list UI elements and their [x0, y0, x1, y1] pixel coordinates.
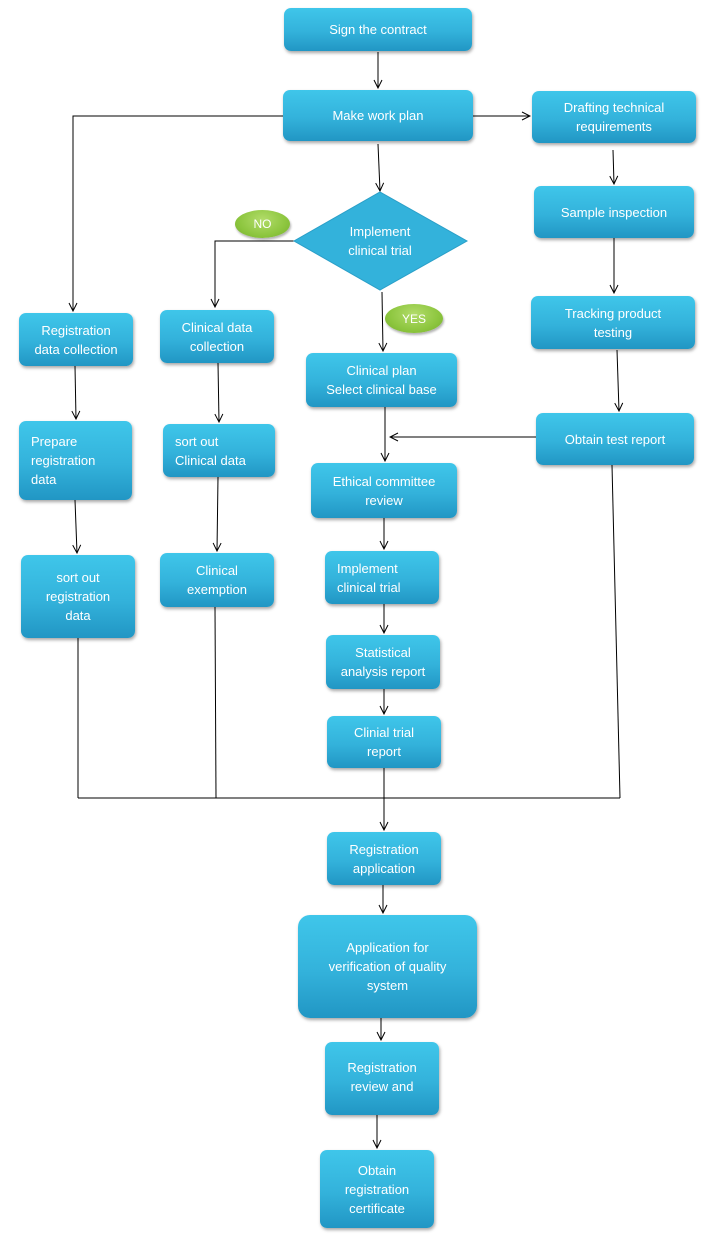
- tracking-product-testing-box: Tracking product testing: [531, 296, 695, 349]
- clinical-plan-box: Clinical plan Select clinical base: [306, 353, 457, 407]
- clinical-data-collection-box: Clinical data collection: [160, 310, 274, 363]
- registration-application-box: Registration application: [327, 832, 441, 885]
- prepare-registration-data-box: Prepare registration data: [19, 421, 132, 500]
- registration-data-collection-box: Registration data collection: [19, 313, 133, 366]
- registration-review-box: Registration review and: [325, 1042, 439, 1115]
- decision-implement-clinical-trial: Implement clinical trial: [348, 224, 412, 258]
- clinical-exemption-box: Clinical exemption: [160, 553, 274, 607]
- quality-system-verification-box: Application for verification of quality …: [298, 915, 477, 1018]
- obtain-registration-certificate-box: Obtain registration certificate: [320, 1150, 434, 1228]
- obtain-test-report-box: Obtain test report: [536, 413, 694, 465]
- decision-diamond: [292, 191, 469, 291]
- no-label: NO: [235, 210, 290, 238]
- sign-contract-box: Sign the contract: [284, 8, 472, 51]
- ethical-committee-review-box: Ethical committee review: [311, 463, 457, 518]
- drafting-technical-requirements-box: Drafting technical requirements: [532, 91, 696, 143]
- statistical-analysis-report-box: Statistical analysis report: [326, 635, 440, 689]
- sample-inspection-box: Sample inspection: [534, 186, 694, 238]
- sort-out-registration-data-box: sort out registration data: [21, 555, 135, 638]
- sort-out-clinical-data-box: sort out Clinical data: [163, 424, 275, 477]
- make-work-plan-box: Make work plan: [283, 90, 473, 141]
- clinical-trial-report-box: Clinial trial report: [327, 716, 441, 768]
- yes-label: YES: [385, 304, 443, 333]
- implement-clinical-trial-box: Implement clinical trial: [325, 551, 439, 604]
